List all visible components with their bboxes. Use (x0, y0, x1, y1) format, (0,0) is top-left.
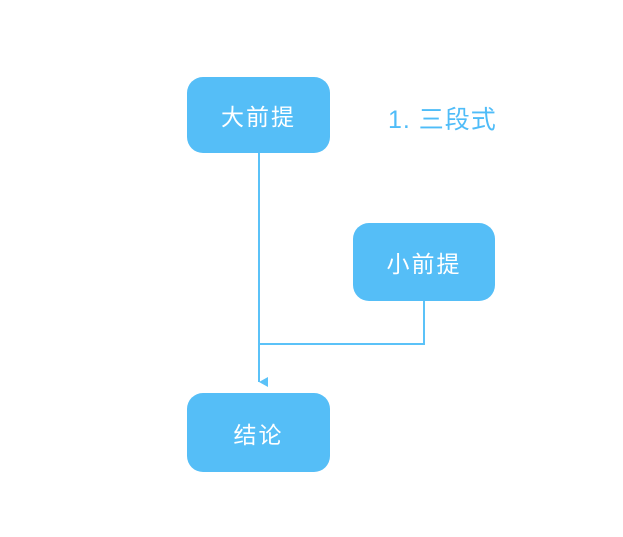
node-major-premise-label: 大前提 (221, 104, 296, 130)
node-conclusion[interactable]: 结论 (187, 393, 330, 472)
edge-minor-premise-to-junction (259, 301, 425, 345)
node-minor-premise[interactable]: 小前提 (353, 223, 495, 301)
node-conclusion-label: 结论 (233, 421, 284, 448)
node-minor-premise-label: 小前提 (386, 251, 462, 277)
annotation-label: 1. 三段式 (388, 106, 497, 134)
node-major-premise[interactable]: 大前提 (187, 77, 330, 153)
